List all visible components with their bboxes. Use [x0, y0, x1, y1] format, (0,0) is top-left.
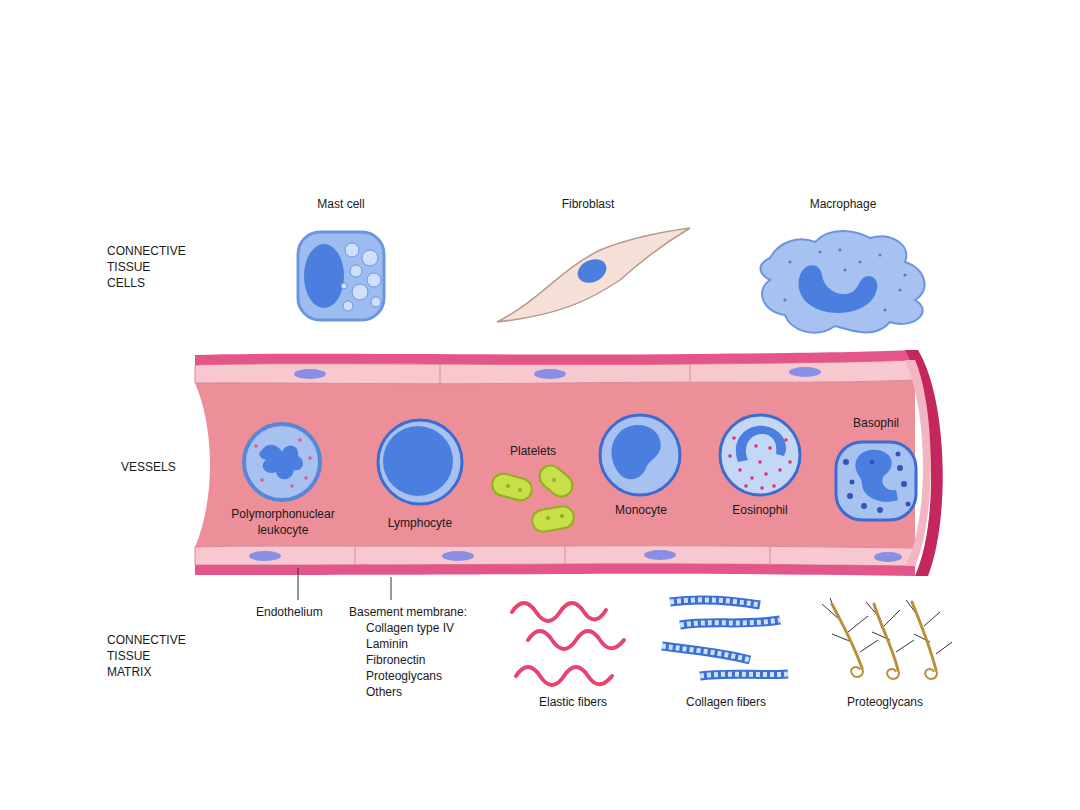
proteoglycans	[822, 598, 952, 679]
section-heading: VESSELS	[121, 459, 176, 475]
cell-label: Lymphocyte	[388, 515, 452, 531]
polymorphonuclear-leukocyte	[244, 424, 320, 500]
fibroblast	[497, 228, 690, 322]
collagen-fibers	[662, 600, 788, 676]
cell-label: Polymorphonuclear leukocyte	[231, 506, 334, 538]
matrix-label: Collagen fibers	[686, 694, 766, 710]
elastic-fibers	[512, 603, 624, 685]
vessel	[195, 350, 943, 576]
component-item: Others	[366, 684, 402, 700]
platelets	[490, 461, 577, 533]
part-label: Basement membrane:	[349, 604, 467, 620]
component-item: Laminin	[366, 636, 408, 652]
cell-label: Monocyte	[615, 502, 667, 518]
eosinophil	[720, 415, 800, 495]
leader-line	[391, 577, 392, 600]
cell-label: Basophil	[853, 415, 899, 431]
cell-label: Fibroblast	[562, 196, 615, 212]
cell-label: Platelets	[510, 443, 556, 459]
cell-label: Mast cell	[317, 196, 364, 212]
basophil	[836, 442, 916, 520]
matrix-label: Elastic fibers	[539, 694, 607, 710]
component-item: Fibronectin	[366, 652, 425, 668]
component-item: Collagen type IV	[366, 620, 454, 636]
component-item: Proteoglycans	[366, 668, 442, 684]
monocyte	[600, 415, 680, 495]
lymphocyte	[378, 420, 462, 504]
section-heading: CONNECTIVE TISSUE CELLS	[107, 243, 186, 291]
macrophage	[761, 231, 925, 333]
cell-label: Macrophage	[810, 196, 877, 212]
mast-cell	[298, 232, 384, 320]
cell-label: Eosinophil	[732, 502, 787, 518]
leader-line	[298, 568, 299, 600]
section-heading: CONNECTIVE TISSUE MATRIX	[107, 632, 186, 680]
part-label: Endothelium	[256, 604, 323, 620]
matrix-label: Proteoglycans	[847, 694, 923, 710]
